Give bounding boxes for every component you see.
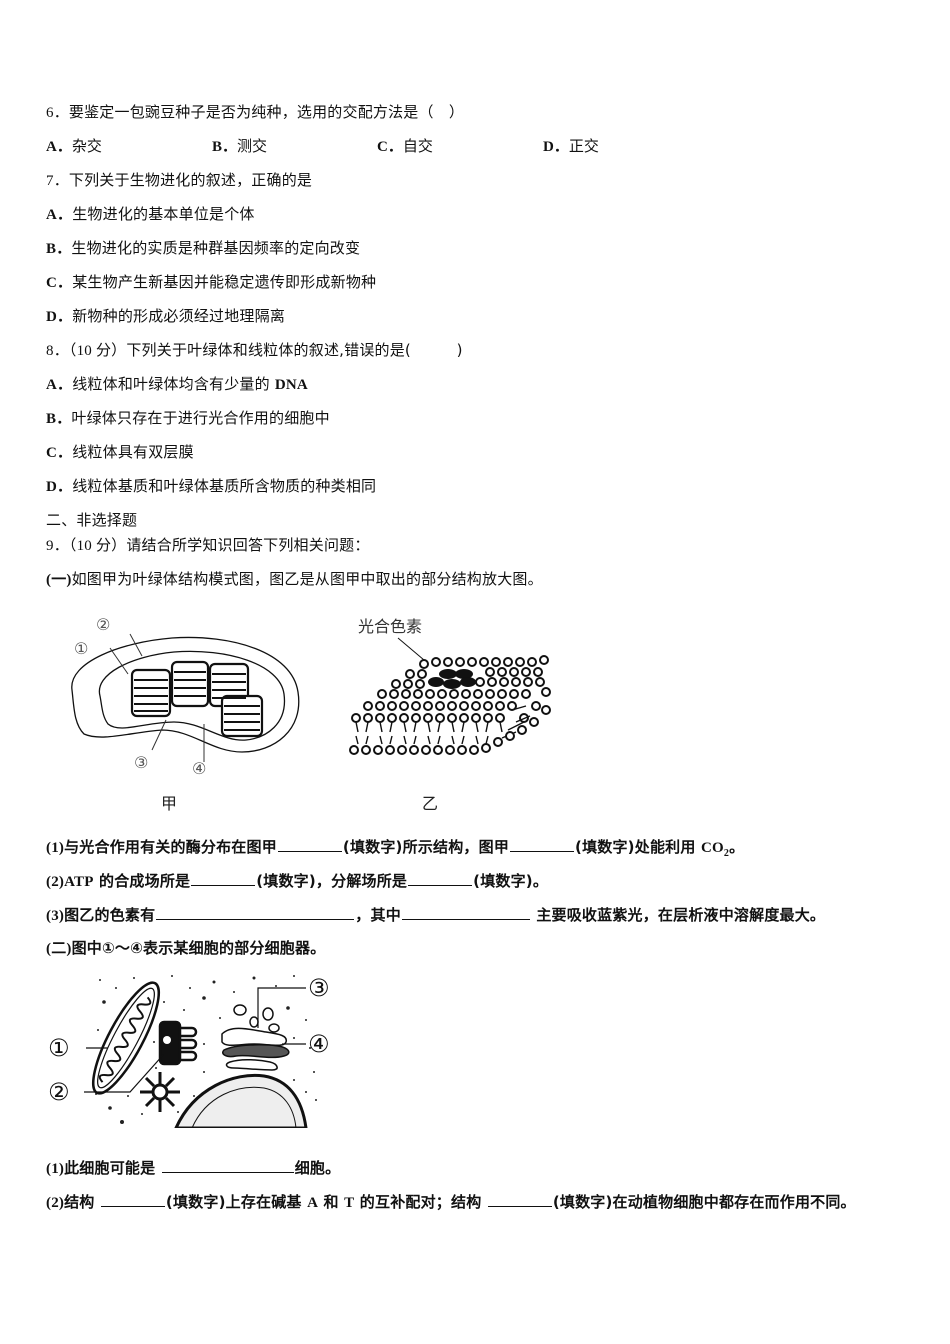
- q9-stem: 请结合所学知识回答下列相关问题：: [126, 536, 370, 554]
- figure-cell-organelles: ① ② ③ ④: [44, 968, 344, 1130]
- q9-part2-sub1: (1)此细胞可能是 细胞。: [46, 1157, 341, 1177]
- figure-chloroplast: ① ② ③ ④: [62, 612, 312, 782]
- organelle-label-1: ①: [48, 1034, 70, 1062]
- q8-option-a[interactable]: A．线粒体和叶绿体均含有少量的 DNA: [46, 375, 308, 393]
- pigment-label: 光合色素: [358, 617, 422, 636]
- q9-part1-sub1: (1)与光合作用有关的酶分布在图甲(填数字)所示结构，图甲(填数字)处能利用 C…: [46, 836, 745, 859]
- q9-part2-sub2: (2)结构 (填数字)上存在碱基 A 和 T 的互补配对；结构 (填数字)在动植…: [46, 1191, 856, 1211]
- cell-organelles-diagram-icon: ① ② ③ ④: [48, 974, 330, 1130]
- answer-blank[interactable]: [401, 904, 530, 920]
- q9-number: 9．: [46, 538, 69, 554]
- q8-option-b[interactable]: B．叶绿体只存在于进行光合作用的细胞中: [46, 409, 330, 427]
- answer-blank[interactable]: [408, 870, 473, 886]
- q7-option-d[interactable]: D．新物种的形成必须经过地理隔离: [46, 307, 286, 325]
- figure-thylakoid-membrane: 光合色素: [340, 612, 560, 762]
- q9-part1-sub2: (2)ATP 的合成场所是(填数字)，分解场所是(填数字)。: [46, 870, 549, 890]
- q6-option-b[interactable]: B．测交: [212, 137, 268, 155]
- q7-option-c[interactable]: C．某生物产生新基因并能稳定遗传即形成新物种: [46, 273, 377, 291]
- q6-stem: 要鉴定一包豌豆种子是否为纯种，选用的交配方法是（ ）: [68, 103, 465, 121]
- answer-blank[interactable]: [156, 904, 355, 920]
- q8-option-d[interactable]: D．线粒体基质和叶绿体基质所含物质的种类相同: [46, 477, 377, 495]
- q7-option-b[interactable]: B．生物进化的实质是种群基因频率的定向改变: [46, 239, 361, 257]
- q8-number: 8．: [46, 343, 69, 359]
- label-1: ①: [74, 639, 88, 658]
- q7-stem-line: 7．下列关于生物进化的叙述，正确的是: [46, 170, 312, 191]
- q8-stem-line: 8．（10 分）下列关于叶绿体和线粒体的叙述,错误的是( ): [46, 340, 463, 361]
- answer-blank[interactable]: [277, 836, 342, 852]
- q9-stem-line: 9．（10 分）请结合所学知识回答下列相关问题：: [46, 535, 370, 556]
- q7-stem: 下列关于生物进化的叙述，正确的是: [68, 171, 313, 189]
- section-title: 二、非选择题: [46, 511, 138, 529]
- q9-part1-sub3: (3)图乙的色素有，其中 主要吸收蓝紫光，在层析液中溶解度最大。: [46, 904, 826, 924]
- label-4: ④: [192, 759, 206, 778]
- thylakoid-lines: [134, 671, 260, 731]
- organelle-label-3: ③: [308, 974, 330, 1002]
- answer-blank[interactable]: [161, 1157, 294, 1173]
- figure-yi-caption: 乙: [422, 794, 439, 813]
- chloroplast-diagram-icon: ① ② ③ ④: [71, 615, 300, 778]
- answer-blank[interactable]: [487, 1191, 552, 1207]
- q9-score: （10 分）: [68, 538, 127, 554]
- figure-jia-caption: 甲: [161, 794, 178, 813]
- label-2: ②: [96, 615, 110, 634]
- q6-option-c[interactable]: C．自交: [377, 137, 433, 155]
- answer-blank[interactable]: [191, 870, 256, 886]
- q6-options: A．杂交 B．测交 C．自交 D．正交: [46, 136, 746, 156]
- q9-part2-intro: (二)图中①～④表示某细胞的部分细胞器。: [46, 939, 326, 957]
- q7-option-a[interactable]: A．生物进化的基本单位是个体: [46, 205, 255, 223]
- membrane-diagram-icon: 光合色素: [349, 617, 551, 755]
- q9-part1-intro: (一)如图甲为叶绿体结构模式图，图乙是从图甲中取出的部分结构放大图。: [46, 570, 543, 588]
- q6-number: 6．: [46, 105, 69, 121]
- q8-stem: 下列关于叶绿体和线粒体的叙述,错误的是( ): [126, 341, 463, 359]
- label-3: ③: [134, 753, 148, 772]
- answer-blank[interactable]: [100, 1191, 165, 1207]
- organelle-label-2: ②: [48, 1078, 70, 1106]
- q8-option-c[interactable]: C．线粒体具有双层膜: [46, 443, 194, 461]
- organelle-label-4: ④: [308, 1030, 330, 1058]
- q7-number: 7．: [46, 173, 69, 189]
- q6-option-a[interactable]: A．杂交: [46, 137, 102, 155]
- answer-blank[interactable]: [510, 836, 575, 852]
- q6-option-d[interactable]: D．正交: [543, 137, 599, 155]
- q6-stem-line: 6．要鉴定一包豌豆种子是否为纯种，选用的交配方法是（ ）: [46, 102, 464, 123]
- q8-score: （10 分）: [68, 343, 127, 359]
